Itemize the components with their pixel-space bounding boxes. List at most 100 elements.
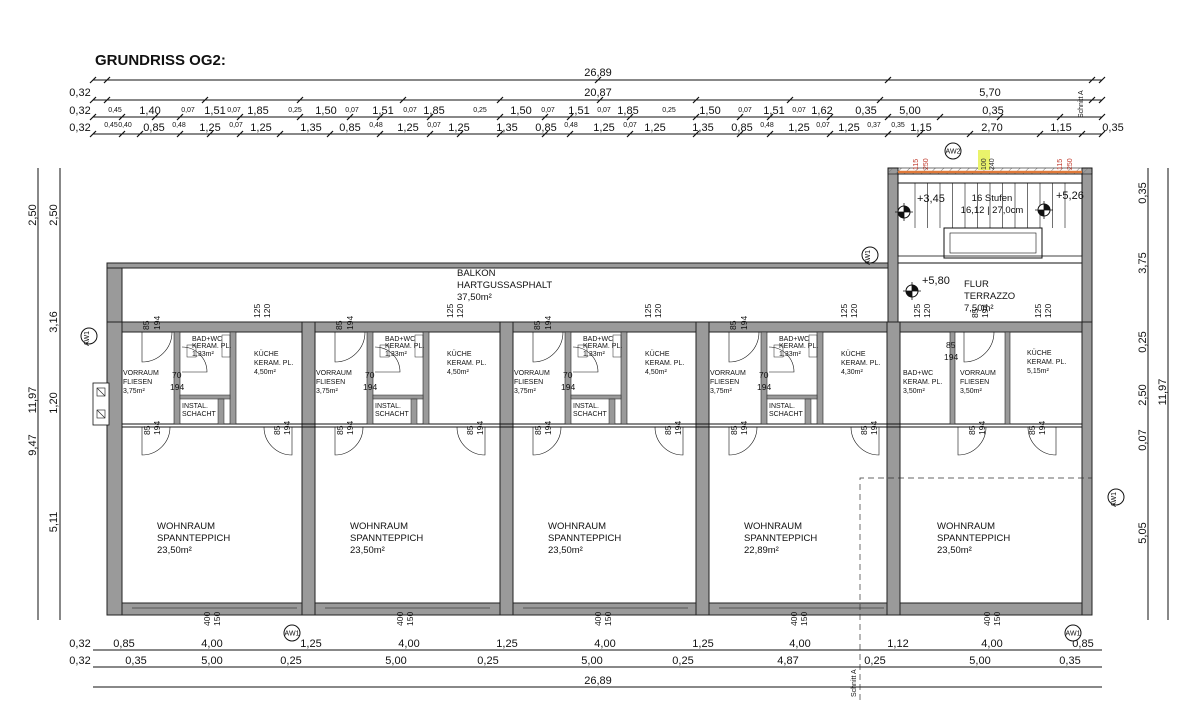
unit5-bad-area: 3,50m²: [903, 388, 925, 395]
top-dim-2-25: 0,35: [855, 105, 876, 117]
unit5-wohn-area: 23,50m²: [937, 545, 972, 556]
unit5-kueche-label: KÜCHE: [1027, 349, 1052, 357]
shaft-left: [92, 382, 110, 426]
door-mark: 194: [282, 421, 292, 435]
unit4-vorraum-label: VORRAUM: [710, 370, 746, 377]
bottom-dim-2-11: 0,35: [1059, 655, 1080, 667]
svg-text:115: 115: [1057, 159, 1064, 170]
door-mark: 85: [465, 425, 475, 435]
unit1-vorraum-material: FLIESEN: [123, 379, 152, 386]
top-dim-1-2: 5,70: [979, 87, 1000, 99]
top-dim-2-19: 0,25: [662, 107, 676, 114]
unit2-wohn-area: 23,50m²: [350, 545, 385, 556]
top-dim-2-21: 0,07: [738, 107, 752, 114]
right-inner-1: 3,75: [1137, 252, 1149, 273]
door-mark: 125: [839, 304, 849, 318]
door-mark: 85: [334, 320, 344, 330]
right-inner-3: 2,50: [1137, 384, 1149, 405]
svg-text:250: 250: [923, 158, 930, 170]
unit1-kueche-label: KÜCHE: [254, 350, 279, 358]
top-dim-3-21: 0,85: [731, 122, 752, 134]
unit3-kueche-area: 4,50m²: [645, 369, 667, 376]
unit5-vorraum-material: FLIESEN: [960, 379, 989, 386]
top-dim-3-1: 0,45: [104, 122, 118, 129]
aw-marker-label: AW1: [84, 331, 91, 346]
door-mark: 400: [982, 612, 992, 626]
door-mark: 194: [1037, 421, 1047, 435]
unit3-vorraum-area: 3,75m²: [514, 388, 536, 395]
top-dim-2-4: 1,51: [204, 105, 225, 117]
door-mark: 194: [561, 382, 575, 392]
door-mark: 400: [202, 612, 212, 626]
top-dim-2-18: 1,85: [617, 105, 638, 117]
unit3-vorraum-material: FLIESEN: [514, 379, 543, 386]
unit2-instal-label2: SCHACHT: [375, 411, 410, 418]
door-mark: 85: [859, 425, 869, 435]
top-dim-3-5: 1,25: [199, 122, 220, 134]
top-dim-3-24: 0,07: [816, 122, 830, 129]
unit4-instal-label2: SCHACHT: [769, 411, 804, 418]
balkon-area: 37,50m²: [457, 292, 492, 303]
top-dim-2-7: 0,25: [288, 107, 302, 114]
flur-label: FLUR: [964, 279, 989, 290]
unit5-kueche-material: KERAM. PL.: [1027, 359, 1066, 366]
bottom-dim-1-7: 1,25: [692, 638, 713, 650]
top-dim-2-10: 1,51: [372, 105, 393, 117]
left-inner-0: 2,50: [48, 204, 60, 225]
unit4-bad-material: KERAM. PL.: [779, 343, 818, 350]
top-dim-3-14: 1,35: [496, 122, 517, 134]
bottom-dim-1-8: 4,00: [789, 638, 810, 650]
unit1-wohn-area: 23,50m²: [157, 545, 192, 556]
door-mark: 70: [172, 370, 182, 380]
unit4-wohn-material: SPANNTEPPICH: [744, 533, 817, 544]
top-dim-1-0: 0,32: [69, 87, 90, 99]
top-dim-2-9: 0,07: [345, 107, 359, 114]
unit1-instal-label: INSTAL.: [182, 403, 208, 410]
unit5-vorraum-label: VORRAUM: [960, 370, 996, 377]
door-mark: 194: [543, 421, 553, 435]
top-dim-3-16: 0,48: [564, 122, 578, 129]
stairs-size-label: 16,12 | 27,0cm: [961, 205, 1024, 216]
bottom-dim-2-1: 0,35: [125, 655, 146, 667]
bottom-dim-2-5: 0,25: [477, 655, 498, 667]
left-total: 11,97: [27, 387, 39, 414]
top-dim-3-23: 1,25: [788, 122, 809, 134]
door-mark: 85: [970, 308, 980, 318]
unit5-bad-label: BAD+WC: [903, 370, 933, 377]
door-mark: 194: [673, 421, 683, 435]
unit3-instal-label: INSTAL.: [573, 403, 599, 410]
unit1-bad-label: BAD+WC: [192, 336, 222, 343]
bottom-total-dim: 26,89: [584, 675, 612, 687]
unit4-kueche-material: KERAM. PL.: [841, 360, 880, 367]
staircase: [897, 170, 1083, 259]
top-dim-2-1: 0,45: [108, 107, 122, 114]
bottom-dim-2-6: 5,00: [581, 655, 602, 667]
door-mark: 85: [946, 340, 956, 350]
door-mark: 400: [593, 612, 603, 626]
door-mark: 85: [967, 425, 977, 435]
top-dim-3-19: 1,25: [644, 122, 665, 134]
bottom-dim-1-4: 4,00: [398, 638, 419, 650]
unit4-bad-area: 1,33m²: [779, 351, 801, 358]
top-dim-3-12: 0,07: [427, 122, 441, 129]
unit2-kueche-area: 4,50m²: [447, 369, 469, 376]
unit2-vorraum-area: 3,75m²: [316, 388, 338, 395]
balkon-material: HARTGUSSASPHALT: [457, 280, 552, 291]
door-mark: 120: [653, 304, 663, 318]
unit1-vorraum-area: 3,75m²: [123, 388, 145, 395]
top-dim-3-4: 0,48: [172, 122, 186, 129]
door-mark: 85: [272, 425, 282, 435]
top-dim-2-20: 1,50: [699, 105, 720, 117]
door-mark: 85: [141, 320, 151, 330]
unit5-bad-material: KERAM. PL.: [903, 379, 942, 386]
unit1-wohn-material: SPANNTEPPICH: [157, 533, 230, 544]
svg-text:115: 115: [913, 159, 920, 170]
top-dim-2-8: 1,50: [315, 105, 336, 117]
top-total-dim: 26,89: [584, 67, 612, 79]
bottom-dim-2-2: 5,00: [201, 655, 222, 667]
bottom-dim-2-4: 5,00: [385, 655, 406, 667]
unit3-wohn-label: WOHNRAUM: [548, 521, 606, 532]
